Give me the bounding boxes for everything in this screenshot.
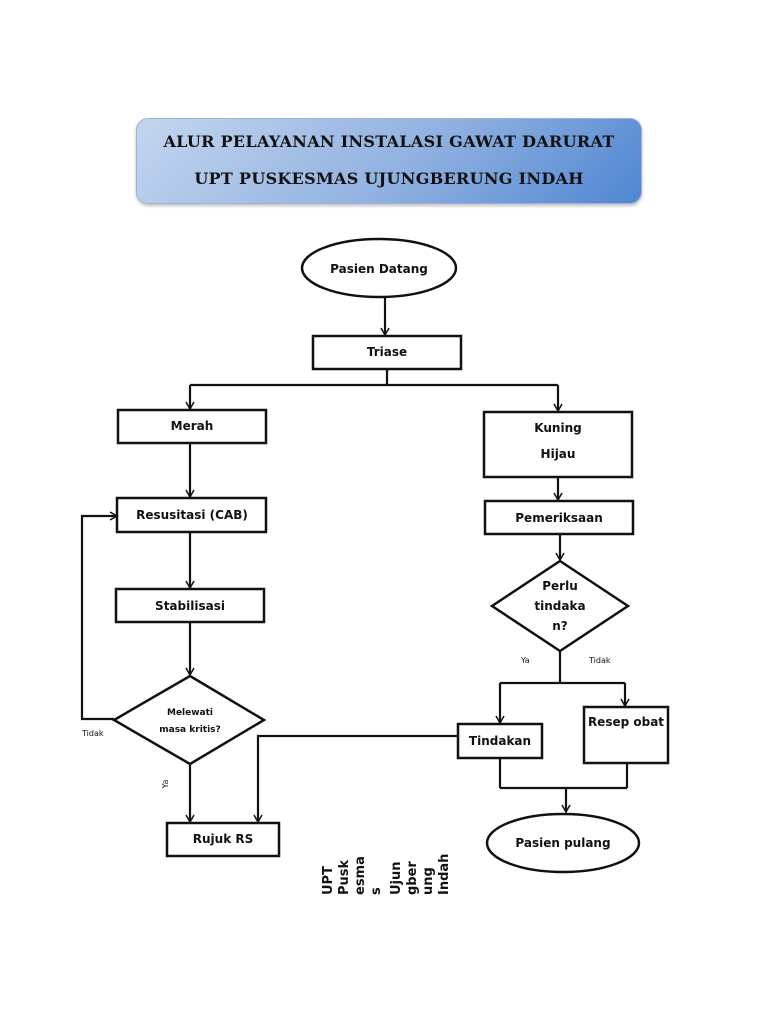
vertical-text-8: Indah [437,853,452,895]
vertical-text-3: esma [353,856,368,895]
label-pemeriksaan: Pemeriksaan [515,511,602,525]
label-perlu-3: n? [552,619,568,633]
node-resusitasi [115,496,268,534]
label-resep-obat: Resep obat [588,715,664,729]
title-banner: ALUR PELAYANAN INSTALASI GAWAT DARURAT U… [136,118,642,204]
title-line-2: UPT PUSKESMAS UJUNGBERUNG INDAH [194,169,584,188]
edge-tidak-loop [80,511,119,721]
label-pasien-datang: Pasien Datang [330,262,428,276]
label-hijau: Hijau [541,447,576,461]
label-perlu-2: tindaka [534,599,585,613]
node-pemeriksaan [483,499,635,536]
edge-label-tidak-right: Tidak [588,656,611,665]
edge-label-tidak-left: Tidak [81,729,104,738]
node-rujuk-rs [165,821,281,858]
node-tindakan [456,722,544,760]
label-tindakan: Tindakan [469,734,531,748]
vertical-text-6: gber [405,861,420,895]
label-triase: Triase [367,345,407,359]
node-triase [311,334,463,371]
label-pasien-pulang: Pasien pulang [515,836,610,850]
node-pasien-pulang [485,812,641,874]
label-merah: Merah [171,419,214,433]
vertical-text-4: s [369,887,384,895]
label-resusitasi: Resusitasi (CAB) [136,508,248,522]
label-kuning: Kuning [534,421,581,435]
label-melewati-1: Melewati [167,708,213,718]
node-merah [116,408,268,445]
edge-label-ya-right: Ya [520,656,530,665]
title-line-1: ALUR PELAYANAN INSTALASI GAWAT DARURAT [163,132,615,151]
label-rujuk-rs: Rujuk RS [193,832,253,846]
vertical-text-2: Pusk [337,859,352,895]
vertical-text-7: ung [421,867,436,895]
node-resep-obat [582,705,670,765]
label-melewati-2: masa kritis? [159,725,221,735]
node-stabilisasi [114,587,266,624]
node-pasien-datang [300,237,458,299]
edge-label-ya-left: Ya [161,780,170,790]
vertical-text-1: UPT [321,866,336,895]
edge-tindakan-rujuk [253,734,458,824]
node-kuning-hijau [482,410,634,479]
label-perlu-1: Perlu [542,579,578,593]
node-perlu-tindakan [489,559,631,653]
label-stabilisasi: Stabilisasi [155,599,225,613]
vertical-text-5: Ujun [389,861,404,895]
node-melewati-masa-kritis [111,674,267,766]
